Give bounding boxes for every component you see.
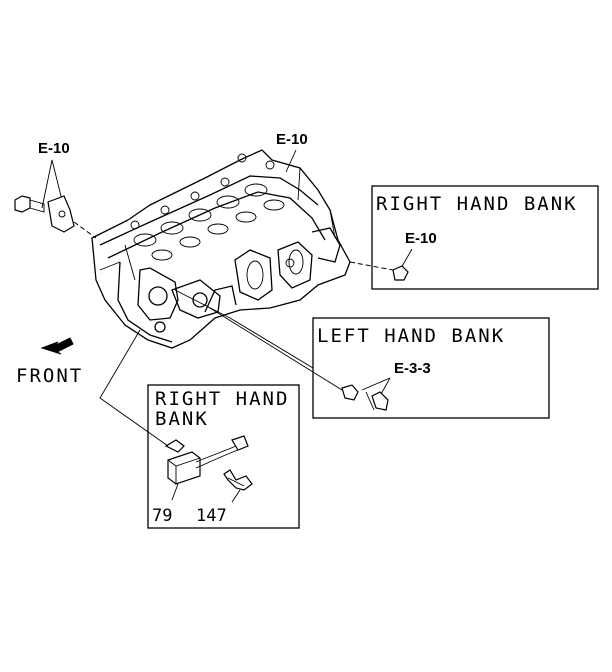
cylinder-head-drawing — [91, 149, 351, 349]
right-hand-bank-bottom-panel: RIGHT HAND BANK 79 147 — [99, 329, 300, 529]
ref-e10-top-center: E-10 — [276, 131, 308, 148]
right-hand-bank-top-title: RIGHT HAND BANK — [376, 193, 578, 215]
left-hand-bank-panel: LEFT HAND BANK E-3-3 — [204, 304, 550, 419]
head-ref-group: E-10 — [276, 131, 308, 173]
left-hand-bank-title: LEFT HAND BANK — [317, 325, 505, 347]
arrow-down-left-icon — [40, 337, 74, 355]
part-number-147: 147 — [196, 506, 227, 526]
ref-e33-left-bank: E-3-3 — [394, 360, 431, 377]
ref-e10-top-left: E-10 — [38, 140, 70, 157]
front-direction-indicator: FRONT — [16, 337, 83, 387]
right-hand-bank-top-panel: RIGHT HAND BANK E-10 — [349, 185, 599, 290]
ref-e10-right-bank: E-10 — [405, 230, 437, 247]
front-label: FRONT — [16, 365, 83, 387]
right-hand-bank-bottom-title-line2: BANK — [155, 408, 209, 430]
cam-cap-bolts-group: E-10 — [14, 140, 97, 239]
right-hand-bank-bottom-title-line1: RIGHT HAND — [155, 388, 289, 410]
part-number-79: 79 — [152, 506, 172, 526]
